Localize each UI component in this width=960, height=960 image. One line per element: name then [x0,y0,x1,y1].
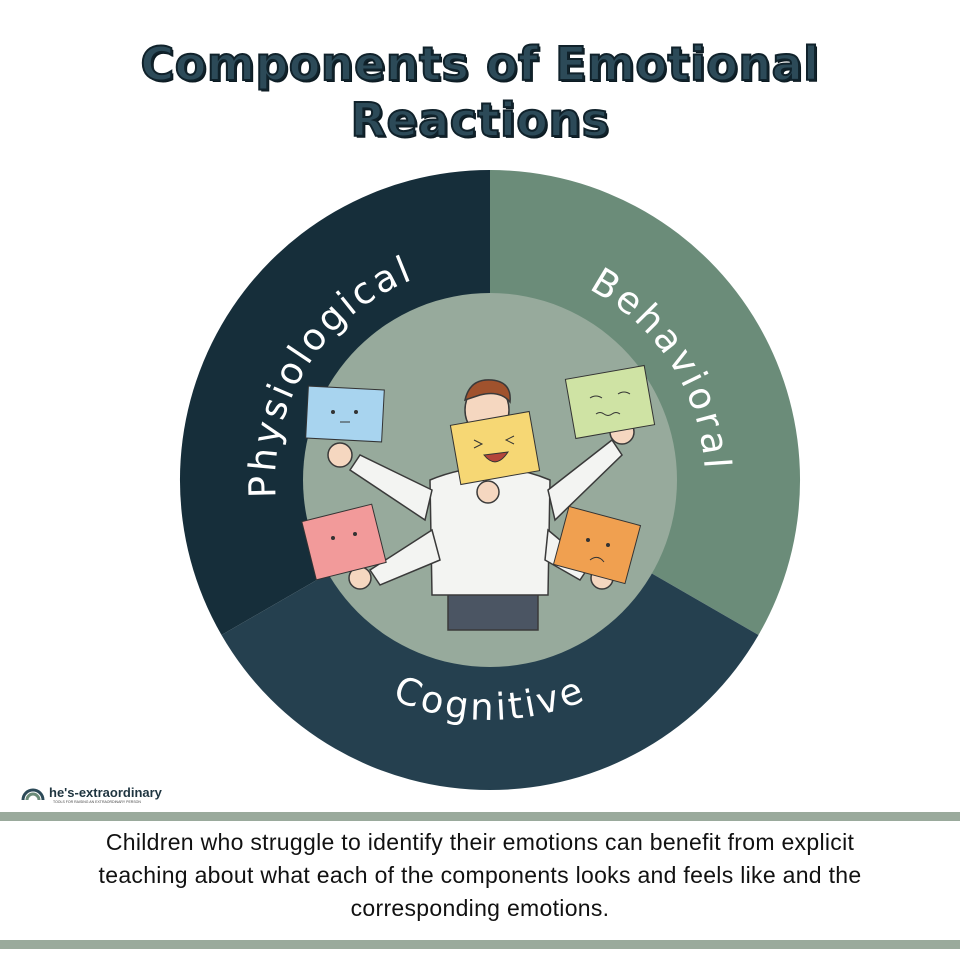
emotion-card-sad [552,505,642,585]
top-accent-bar [0,812,960,821]
caption-line-3: corresponding emotions. [350,895,610,921]
emotion-card-anxious [564,364,656,440]
title-line-1: Components of Emotional [140,36,820,92]
caption: Children who struggle to identify their … [0,826,960,925]
caption-line-2: teaching about what each of the componen… [98,862,862,888]
emotion-card-neutral [305,385,385,443]
bottom-accent-bar [0,940,960,949]
svg-text:TOOLS FOR RAISING AN EXTRAORDI: TOOLS FOR RAISING AN EXTRAORDINARY PERSO… [53,800,141,804]
emotion-card-happy [449,410,541,486]
svg-text:he's-extraordinary: he's-extraordinary [49,785,163,800]
title-line-2: Reactions [350,92,610,148]
logo: he's-extraordinary TOOLS FOR RAISING AN … [21,785,163,804]
emotion-card-embarrassed [301,503,387,581]
caption-line-1: Children who struggle to identify their … [105,829,855,855]
